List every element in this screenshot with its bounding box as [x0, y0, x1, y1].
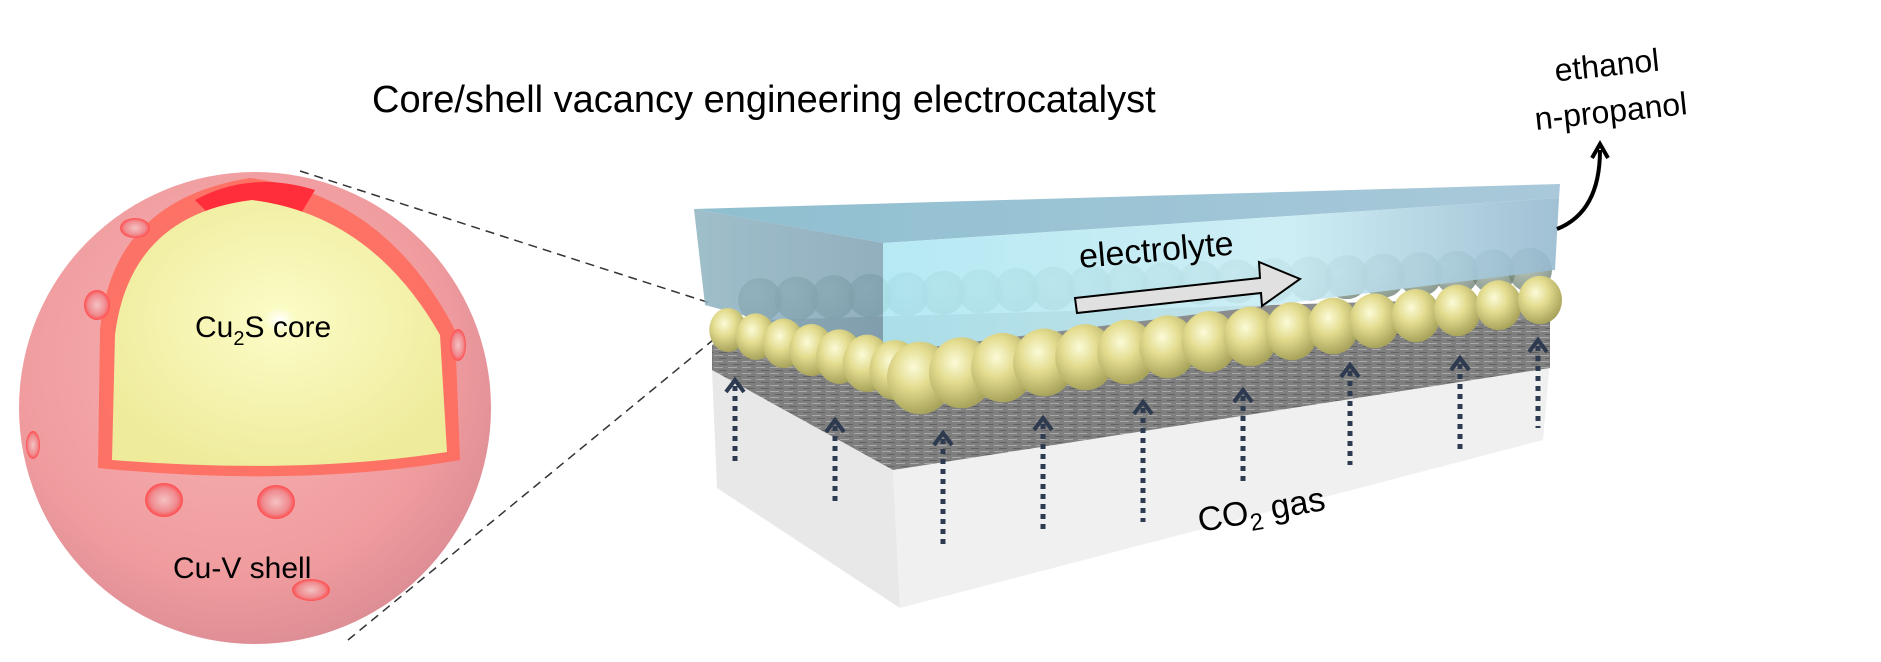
- vacancy-pore: [145, 483, 183, 517]
- vacancy-pore: [257, 485, 295, 519]
- catalyst-bead: [1518, 275, 1562, 325]
- electrolyte-slab-top: [694, 184, 1560, 243]
- catalyst-bead: [1433, 284, 1481, 337]
- catalyst-bead: [1307, 297, 1360, 355]
- co2-arrow: [1339, 361, 1361, 465]
- catalyst-bead: [1265, 302, 1319, 361]
- catalyst-bead: [1475, 280, 1522, 331]
- gas-diffusion-layer-side: [712, 345, 893, 470]
- co2-arrow: [1449, 354, 1471, 450]
- zoom-guide-line-upper: [299, 170, 711, 304]
- co2-flow-arrows: [724, 336, 1549, 545]
- catalyst-bead: [1349, 293, 1400, 349]
- co2-arrow: [824, 416, 846, 505]
- catalyst-bead: [1223, 306, 1278, 367]
- vacancy-pore: [292, 579, 330, 601]
- electrolyte-slab-front: [883, 198, 1559, 353]
- zoom-guide-line-lower: [347, 339, 714, 641]
- vacancy-pore: [84, 290, 110, 320]
- catalyst-bead: [1181, 310, 1238, 373]
- product-ethanol-label: ethanol: [1553, 42, 1661, 89]
- catalyst-bead: [1139, 315, 1197, 379]
- co2-arrow: [1232, 386, 1254, 485]
- base-layer-front: [893, 360, 1550, 608]
- figure-title: Core/shell vacancy engineering electroca…: [372, 79, 1156, 121]
- core-shell-particle: Cu2S core Cu-V shell: [19, 172, 491, 644]
- co2-arrow: [932, 429, 954, 545]
- electrolyte-flow-arrow: [1073, 260, 1303, 315]
- shell-label: Cu-V shell: [173, 552, 311, 585]
- product-n-propanol-label: n-propanol: [1533, 85, 1689, 137]
- vacancy-pore: [120, 218, 150, 238]
- vacancy-pore: [450, 329, 466, 361]
- catalyst-bead-front-row: [709, 275, 1562, 415]
- co2-arrow: [1132, 398, 1154, 522]
- co2-arrow: [1527, 336, 1549, 428]
- electrode-stack: electrolyte CO2 gas: [694, 184, 1562, 608]
- catalyst-bead: [1391, 288, 1441, 343]
- co2-arrow: [1032, 414, 1054, 530]
- co2-arrow: [724, 376, 746, 465]
- product-arrow: [1556, 139, 1610, 231]
- electrolyte-slab-side: [694, 209, 883, 353]
- core-hemisphere: [112, 200, 447, 466]
- gas-diffusion-layer-front: [893, 315, 1550, 470]
- core-label: Cu2S core: [195, 311, 331, 350]
- vacancy-pore: [26, 431, 40, 459]
- base-layer-side: [712, 370, 900, 608]
